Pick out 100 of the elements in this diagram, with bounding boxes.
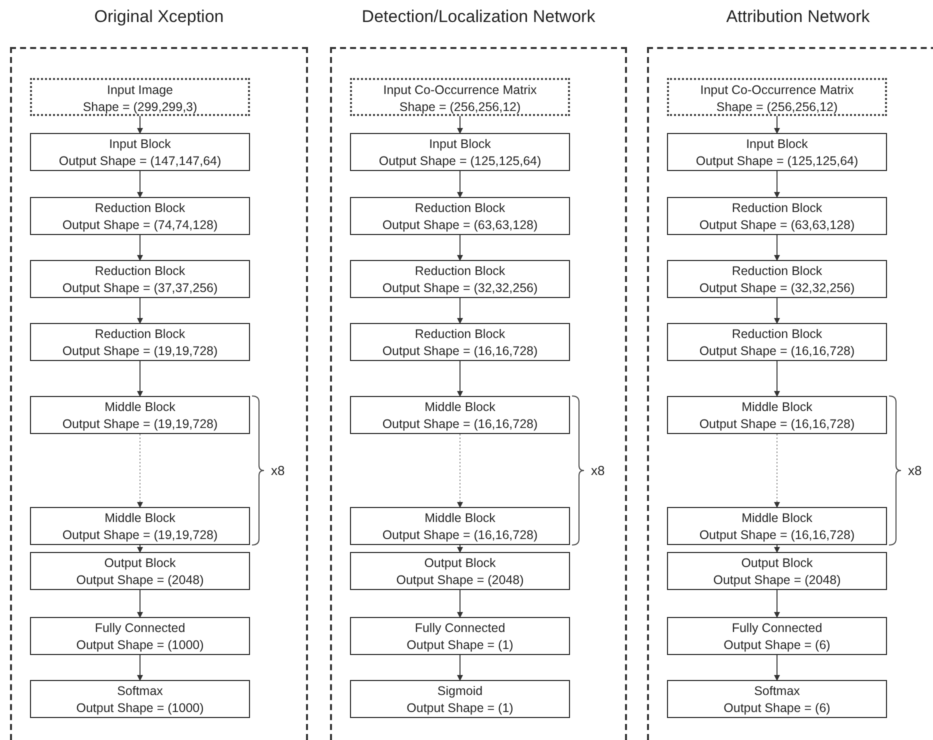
layer-text: Input Block: [428, 136, 492, 153]
layer-text: Input Block: [108, 136, 172, 153]
arrow: [774, 170, 780, 198]
layer-box: [350, 260, 570, 298]
layer-text: Output Shape = (125,125,64): [378, 153, 542, 170]
input-box: [350, 78, 570, 116]
layer-text: Output Shape = (2048): [712, 572, 842, 589]
layer-text: Output Shape = (32,32,256): [381, 280, 539, 297]
layer-text: Reduction Block: [94, 263, 186, 280]
layer-text: Output Shape = (1000): [75, 700, 205, 717]
arrow: [774, 116, 780, 134]
layer-text: Output Shape = (37,37,256): [61, 280, 219, 297]
layer-box: [30, 197, 250, 235]
layer-box: [350, 507, 570, 545]
panel-title: Attribution Network: [725, 7, 871, 27]
layer-text: Output Shape = (32,32,256): [698, 280, 856, 297]
layer-text: Reduction Block: [414, 263, 506, 280]
layer-text: Output Block: [740, 555, 814, 572]
layer-box: [350, 617, 570, 655]
layer-text: Input Image: [106, 82, 174, 99]
layer-box: [667, 133, 887, 171]
layer-text: Output Shape = (1000): [75, 637, 205, 654]
layer-text: Output Shape = (19,19,728): [61, 527, 219, 544]
repeat-count: x8: [591, 462, 605, 478]
layer-text: Middle Block: [104, 510, 176, 527]
layer-text: Reduction Block: [730, 263, 824, 280]
layer-text: Output Shape = (19,19,728): [61, 416, 219, 433]
arrow: [774, 544, 780, 553]
layer-text: Output Block: [423, 555, 497, 572]
layer-text: Middle Block: [104, 399, 176, 416]
layer-text: Output Shape = (1): [406, 700, 514, 717]
layer-text: Shape = (256,256,12): [715, 99, 839, 116]
arrow: [137, 234, 143, 261]
layer-text: Output Shape = (16,16,728): [381, 343, 539, 360]
layer-text: Output Shape = (16,16,728): [381, 416, 539, 433]
arrow: [774, 360, 780, 397]
layer-text: Fully Connected: [414, 620, 506, 637]
layer-text: Fully Connected: [94, 620, 186, 637]
layer-text: Softmax: [753, 683, 801, 700]
layer-box: [667, 507, 887, 545]
layer-text: Output Shape = (1): [406, 637, 514, 654]
arrow: [774, 590, 780, 618]
arrow: [137, 116, 143, 134]
layer-text: Reduction Block: [94, 200, 186, 217]
arrow: [457, 116, 463, 134]
layer-box: [30, 133, 250, 171]
arrow: [457, 654, 463, 681]
layer-box: [30, 617, 250, 655]
layer-text: Output Shape = (147,147,64): [58, 153, 222, 170]
arrow: [137, 590, 143, 618]
layer-text: Input Block: [745, 136, 809, 153]
arrow: [457, 544, 463, 553]
layer-box: [667, 323, 887, 361]
layer-box: [350, 680, 570, 718]
layer-text: Input Co-Occurrence Matrix: [382, 82, 538, 99]
layer-text: Output Block: [103, 555, 177, 572]
layer-text: Output Shape = (6): [722, 700, 832, 717]
layer-text: Middle Block: [424, 510, 496, 527]
layer-text: Softmax: [116, 683, 164, 700]
dotted-arrow: [774, 434, 780, 508]
layer-box: [30, 396, 250, 434]
input-box: [30, 78, 250, 116]
arrow: [137, 170, 143, 198]
layer-text: Output Shape = (74,74,128): [61, 217, 219, 234]
layer-box: [667, 552, 887, 590]
layer-text: Output Shape = (63,63,128): [381, 217, 539, 234]
arrow: [137, 298, 143, 324]
layer-text: Input Co-Occurrence Matrix: [699, 82, 855, 99]
layer-text: Middle Block: [740, 399, 814, 416]
arrow: [457, 298, 463, 324]
arrow: [137, 544, 143, 553]
layer-box: [667, 260, 887, 298]
layer-box: [30, 680, 250, 718]
arrow: [457, 590, 463, 618]
panel-title: Detection/Localization Network: [360, 7, 596, 27]
layer-text: Output Shape = (6): [722, 637, 832, 654]
arrow: [137, 360, 143, 397]
layer-text: Output Shape = (2048): [75, 572, 205, 589]
layer-box: [30, 507, 250, 545]
layer-text: Output Shape = (16,16,728): [698, 343, 856, 360]
layer-box: [350, 323, 570, 361]
layer-text: Output Shape = (19,19,728): [61, 343, 219, 360]
layer-text: Output Shape = (16,16,728): [698, 416, 856, 433]
layer-text: Shape = (299,299,3): [82, 99, 198, 116]
arrow: [774, 654, 780, 681]
dotted-arrow: [137, 434, 143, 508]
layer-text: Fully Connected: [730, 620, 824, 637]
repeat-count: x8: [908, 462, 922, 478]
panel-title: Original Xception: [93, 7, 225, 27]
layer-box: [350, 133, 570, 171]
arrow: [774, 298, 780, 324]
layer-box: [667, 680, 887, 718]
dotted-arrow: [457, 434, 463, 508]
layer-box: [350, 396, 570, 434]
layer-text: Reduction Block: [94, 326, 186, 343]
layer-box: [350, 197, 570, 235]
repeat-count: x8: [271, 462, 285, 478]
layer-text: Reduction Block: [730, 326, 824, 343]
layer-text: Middle Block: [424, 399, 496, 416]
layer-text: Shape = (256,256,12): [398, 99, 522, 116]
